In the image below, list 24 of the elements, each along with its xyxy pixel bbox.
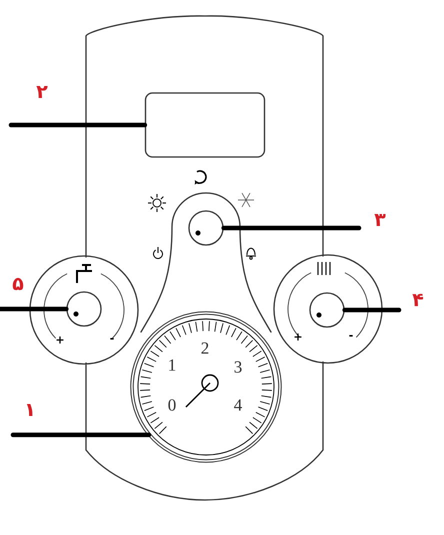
- callout-number: ۴: [412, 294, 424, 306]
- gauge-number: 0: [168, 399, 176, 411]
- pressure-gauge: [130, 311, 282, 463]
- gauge-number: 4: [234, 399, 242, 411]
- leader-line: [342, 308, 402, 312]
- leader-line: [221, 226, 362, 230]
- callout-number: ۲: [36, 86, 48, 98]
- minus-sign: -: [110, 338, 114, 340]
- leader-line: [8, 122, 148, 128]
- leader-line: [10, 432, 152, 438]
- hot-water-knob: [66, 291, 102, 327]
- minus-sign: -: [349, 335, 353, 337]
- plus-sign: +: [56, 336, 64, 344]
- gauge-number: 1: [169, 359, 176, 371]
- callout-number: ۵: [12, 278, 24, 290]
- display-screen: [144, 92, 266, 158]
- selector-knob: [188, 210, 224, 246]
- gauge-number: 3: [234, 361, 242, 373]
- callout-number: ۳: [374, 214, 386, 226]
- plus-sign: +: [294, 334, 302, 340]
- callout-number: ۱: [26, 404, 32, 416]
- heating-knob: [309, 292, 345, 328]
- leader-line: [0, 306, 69, 312]
- gauge-number: 2: [202, 342, 208, 354]
